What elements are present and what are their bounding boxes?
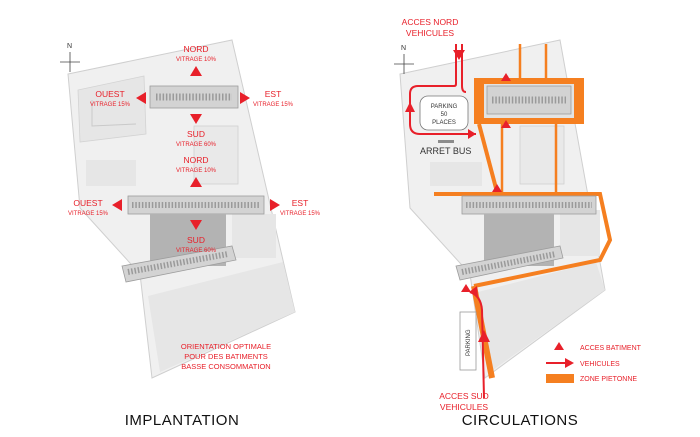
legend-acces-icon <box>554 342 564 350</box>
north-label: N <box>67 43 72 50</box>
building-north <box>149 85 239 109</box>
lot-mid-west <box>86 160 136 186</box>
parking-main: PARKING 50 PLACES <box>419 95 469 131</box>
north-route-arrow-icon <box>468 129 476 139</box>
south-entry-arrow-icon <box>478 330 490 342</box>
b1-est-arrow-icon <box>240 92 250 104</box>
note-line-1: ORIENTATION OPTIMALE <box>181 342 271 351</box>
legend-acces-label: ACCES BATIMENT <box>580 345 642 352</box>
b1-est-vitrage: VITRAGE 15% <box>253 102 294 108</box>
b1-sud-vitrage: VITRAGE 60% <box>176 142 217 148</box>
b2-ouest-label: OUEST <box>73 198 102 208</box>
parking-small <box>459 311 477 371</box>
south-route-arrow-icon <box>469 286 478 296</box>
access-annex-icon <box>461 284 471 292</box>
caption-circulations: CIRCULATIONS <box>462 412 579 429</box>
b1-nord-vitrage: VITRAGE 10% <box>176 57 217 63</box>
north-arrow: N <box>60 43 80 72</box>
lot-mid-east <box>193 125 239 185</box>
lot-mid-west-right <box>430 162 482 186</box>
legend: ACCES BATIMENT VEHICULES ZONE PIETONNE <box>546 342 642 383</box>
b2-est-label: EST <box>292 198 309 208</box>
b2-ouest-vitrage: VITRAGE 15% <box>68 211 109 217</box>
b1-nord-label: NORD <box>183 44 208 54</box>
access-north-icon <box>501 73 511 81</box>
legend-zone-swatch <box>546 374 574 383</box>
b2-est-arrow-icon <box>270 199 280 211</box>
parking-places: PLACES <box>432 120 456 126</box>
vehicle-routes <box>405 44 490 399</box>
building-annex-right-hatch <box>461 251 557 275</box>
acces-sud-label: ACCES SUD <box>439 391 489 401</box>
lot-south-right <box>478 262 605 372</box>
north-label-right: N <box>401 45 406 52</box>
bus-stop-icon <box>438 140 454 143</box>
b2-sud-arrow-icon <box>190 220 202 230</box>
lot-south <box>148 262 295 372</box>
lot-mid-east-right <box>519 125 565 185</box>
b2-est-vitrage: VITRAGE 15% <box>280 211 321 217</box>
acces-sud-sub: VEHICULES <box>440 402 489 412</box>
note-line-3: BASSE CONSOMMATION <box>181 362 270 371</box>
acces-nord-sub: VEHICULES <box>406 28 455 38</box>
bus-stop-label: ARRET BUS <box>420 146 471 156</box>
building-annex-right <box>455 245 564 281</box>
b2-nord-label: NORD <box>183 155 208 165</box>
b1-est-label: EST <box>265 89 282 99</box>
building-annex-hatch <box>127 251 229 275</box>
b2-nord-vitrage: VITRAGE 10% <box>176 168 217 174</box>
b1-ouest-label: OUEST <box>95 89 124 99</box>
b2-nord-arrow-icon <box>190 177 202 187</box>
legend-vehicules-label: VEHICULES <box>580 361 620 368</box>
b1-ouest-vitrage: VITRAGE 15% <box>90 102 131 108</box>
lot-east-right <box>560 210 600 256</box>
note-line-2: POUR DES BATIMENTS <box>184 352 268 361</box>
parking-count: 50 <box>441 112 448 118</box>
legend-zone-label: ZONE PIETONNE <box>580 376 637 383</box>
north-entry-arrow-icon <box>453 50 465 60</box>
access-centre-icon <box>492 184 502 192</box>
b1-ouest-arrow-icon <box>136 92 146 104</box>
caption-implantation: IMPLANTATION <box>125 412 240 429</box>
acces-nord-label: ACCES NORD <box>402 17 459 27</box>
b2-sud-label: SUD <box>187 235 205 245</box>
b2-sud-vitrage: VITRAGE 60% <box>176 248 217 254</box>
b1-sud-label: SUD <box>187 129 205 139</box>
building-annex <box>121 245 237 283</box>
parking-label: PARKING <box>431 104 458 110</box>
path-north-west <box>91 100 137 127</box>
access-south-icon <box>501 120 511 128</box>
b1-nord-arrow-icon <box>190 66 202 76</box>
implantation-plan: N NORD VITRAGE 10% OUEST VITRAGE 15% EST… <box>60 39 321 429</box>
lot-east <box>232 214 276 258</box>
north-arrow-right: N <box>394 45 414 74</box>
b1-sud-arrow-icon <box>190 114 202 124</box>
loop-arrow-icon <box>405 102 415 112</box>
b2-ouest-arrow-icon <box>112 199 122 211</box>
legend-vehicules-arrow-icon <box>565 358 574 368</box>
circulations-plan: PARKING 50 PLACES PARKING ARRET BUS <box>394 17 642 429</box>
parking-small-label: PARKING <box>466 329 472 356</box>
